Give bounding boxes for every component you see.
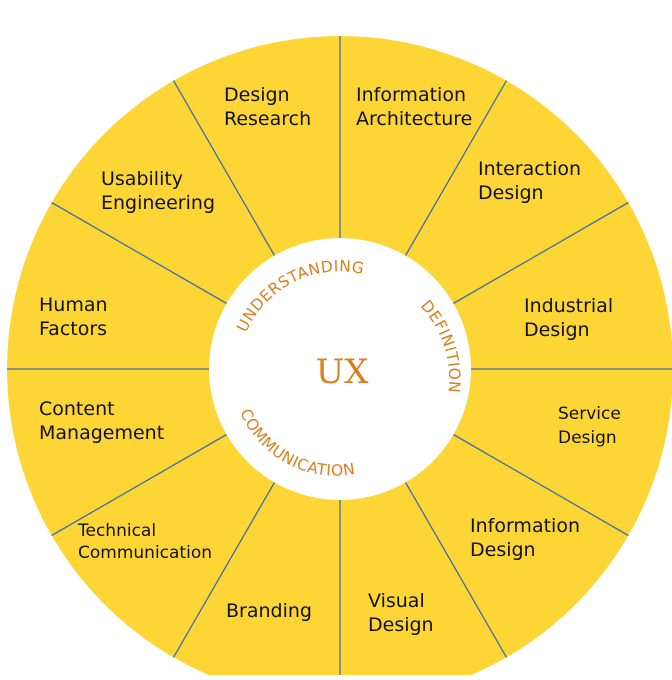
spoke-divider (404, 482, 508, 658)
segment-industrial-design-line-1: Industrial (524, 295, 613, 317)
spoke-divider (172, 80, 276, 256)
segment-branding: Branding (226, 600, 312, 622)
segment-information-architecture: Information Architecture (356, 84, 472, 130)
segment-interaction-design-line-2: Design (478, 182, 544, 204)
segment-information-design-line-2: Design (470, 539, 536, 561)
segment-information-architecture-line-1: Information (356, 84, 466, 106)
segment-usability-engineering-line-2: Engineering (101, 192, 215, 214)
spoke-divider (453, 201, 629, 305)
segment-information-design: Information Design (470, 515, 586, 561)
segment-design-research-line-1: Design (224, 84, 290, 106)
segment-human-factors-line-1: Human (39, 294, 108, 316)
segment-industrial-design: Industrial Design (524, 295, 619, 341)
segment-human-factors: Human Factors (39, 294, 114, 340)
segment-branding-line-1: Branding (226, 600, 312, 622)
segment-service-design-line-1: Service (558, 404, 621, 424)
segment-content-management: Content Management (39, 398, 164, 444)
wheel-spokes (7, 36, 672, 680)
spoke-divider (453, 433, 629, 537)
segment-design-research: Design Research (224, 84, 311, 130)
spoke-divider (404, 80, 508, 256)
segment-visual-design-line-1: Visual (368, 590, 425, 612)
segment-service-design: Service Design (558, 404, 626, 448)
segment-human-factors-line-2: Factors (39, 318, 107, 340)
segment-content-management-line-2: Management (39, 422, 164, 444)
segment-usability-engineering: Usability Engineering (101, 168, 215, 214)
segment-technical-communication: Technical Communication (77, 521, 212, 563)
segment-usability-engineering-line-1: Usability (101, 168, 183, 190)
spoke-divider (51, 201, 227, 305)
center-hub (209, 238, 471, 500)
segment-interaction-design-line-1: Interaction (478, 158, 581, 180)
segment-information-architecture-line-2: Architecture (356, 108, 472, 130)
center-ux-label: UX (316, 352, 370, 392)
segment-content-management-line-1: Content (39, 398, 115, 420)
spoke-divider (172, 482, 276, 658)
spoke-divider (51, 433, 227, 537)
segment-technical-communication-line-1: Technical (77, 521, 156, 541)
segment-interaction-design: Interaction Design (478, 158, 587, 204)
segment-service-design-line-2: Design (558, 428, 617, 448)
segment-visual-design-line-2: Design (368, 614, 434, 636)
segment-information-design-line-1: Information (470, 515, 580, 537)
segment-technical-communication-line-2: Communication (78, 543, 212, 563)
segment-design-research-line-2: Research (224, 108, 311, 130)
segment-industrial-design-line-2: Design (524, 319, 590, 341)
segment-visual-design: Visual Design (368, 590, 434, 636)
